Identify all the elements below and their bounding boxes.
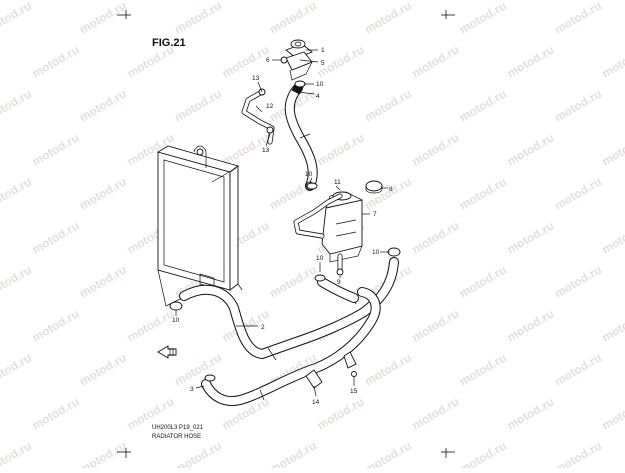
watermark-text: motod.ru xyxy=(410,42,462,80)
watermark-text: motod.ru xyxy=(552,438,604,468)
watermark-text: motod.ru xyxy=(457,350,509,388)
callout-12: 12 xyxy=(266,103,274,110)
watermark-text: motod.ru xyxy=(410,306,462,344)
watermark-text: motod.ru xyxy=(125,306,177,344)
tank-connector-hose xyxy=(322,256,354,298)
watermark-text: motod.ru xyxy=(410,130,462,168)
watermark-text: motod.ru xyxy=(30,130,82,168)
callout-15: 15 xyxy=(350,388,358,395)
watermark-text: motod.ru xyxy=(410,218,462,256)
watermark-text: motod.ru xyxy=(552,350,604,388)
watermark-text: motod.ru xyxy=(362,174,414,212)
watermark-text: motod.ru xyxy=(362,86,414,124)
watermark-text: motod.ru xyxy=(77,262,129,300)
watermark-text: motod.ru xyxy=(600,306,625,344)
watermark-text: motod.ru xyxy=(457,0,509,37)
watermark-text: motod.ru xyxy=(600,394,625,432)
watermark-text: motod.ru xyxy=(0,0,34,37)
watermark-text: motod.ru xyxy=(77,438,129,468)
callout-10c: 10 xyxy=(372,249,380,256)
watermark-text: motod.ru xyxy=(172,86,224,124)
watermark-text: motod.ru xyxy=(505,130,557,168)
watermark-text: motod.ru xyxy=(0,350,34,388)
watermark-text: motod.ru xyxy=(362,438,414,468)
watermark-text: motod.ru xyxy=(600,130,625,168)
callout-14: 14 xyxy=(312,399,320,406)
watermark-text: motod.ru xyxy=(505,394,557,432)
watermark-text: motod.ru xyxy=(267,0,319,37)
watermark-text: motod.ru xyxy=(172,438,224,468)
watermark-text: motod.ru xyxy=(220,42,272,80)
watermark-text: motod.ru xyxy=(505,306,557,344)
watermark-text: motod.ru xyxy=(552,86,604,124)
figure-code: UH200L3 P19_021 xyxy=(152,425,204,431)
front-arrow-icon xyxy=(158,346,176,358)
watermark-text: motod.ru xyxy=(267,262,319,300)
watermark-text: motod.ru xyxy=(410,394,462,432)
callout-10b: 10 xyxy=(305,171,313,178)
watermark-text: motod.ru xyxy=(552,0,604,37)
watermark-text: motod.ru xyxy=(315,394,367,432)
callout-6: 6 xyxy=(266,57,270,64)
watermark-text: motod.ru xyxy=(505,42,557,80)
watermark-text: motod.ru xyxy=(172,0,224,37)
watermark-text: motod.ru xyxy=(77,174,129,212)
figure-caption: RADIATOR HOSE xyxy=(152,434,201,440)
watermark-text: motod.ru xyxy=(457,174,509,212)
watermark-text: motod.ru xyxy=(457,86,509,124)
callout-9: 9 xyxy=(337,279,341,286)
callout-10e: 10 xyxy=(172,317,180,324)
callout-13a: 13 xyxy=(252,75,260,82)
watermark-text: motod.ru xyxy=(30,394,82,432)
callout-7: 7 xyxy=(373,211,377,218)
watermark-text: motod.ru xyxy=(0,86,34,124)
watermark-text: motod.ru xyxy=(457,262,509,300)
watermark-text: motod.ru xyxy=(30,42,82,80)
callout-1: 1 xyxy=(321,47,325,54)
callout-4: 4 xyxy=(316,93,320,100)
watermark-text: motod.ru xyxy=(30,306,82,344)
radiator-cap-assembly xyxy=(281,40,312,80)
watermark-text: motod.ru xyxy=(0,174,34,212)
watermark-text: motod.ru xyxy=(315,130,367,168)
callout-11: 11 xyxy=(334,179,341,186)
watermark-text: motod.ru xyxy=(362,350,414,388)
watermark-text: motod.ru xyxy=(172,350,224,388)
watermark-text: motod.ru xyxy=(600,218,625,256)
watermark-text: motod.ru xyxy=(552,174,604,212)
watermark-text: motod.ru xyxy=(552,262,604,300)
watermark-text: motod.ru xyxy=(505,218,557,256)
callout-3: 3 xyxy=(190,386,194,393)
watermark-text: motod.ru xyxy=(267,438,319,468)
callout-5: 5 xyxy=(321,60,325,67)
watermark-text: motod.ru xyxy=(77,350,129,388)
watermark-text: motod.ru xyxy=(457,438,509,468)
callout-10a: 10 xyxy=(316,81,324,88)
callout-2: 2 xyxy=(261,324,265,331)
watermark-text: motod.ru xyxy=(0,262,34,300)
watermark-text: motod.ru xyxy=(600,42,625,80)
watermark-text: motod.ru xyxy=(77,86,129,124)
callout-8: 8 xyxy=(389,186,393,193)
figure-title: FIG.21 xyxy=(152,37,186,49)
watermark-text: motod.ru xyxy=(30,218,82,256)
radiator xyxy=(158,146,242,306)
watermark-text: motod.ru xyxy=(77,0,129,37)
callout-13b: 13 xyxy=(262,147,270,154)
watermark-text: motod.ru xyxy=(362,0,414,37)
watermark-text: motod.ru xyxy=(0,438,34,468)
callout-10d: 10 xyxy=(316,255,324,262)
